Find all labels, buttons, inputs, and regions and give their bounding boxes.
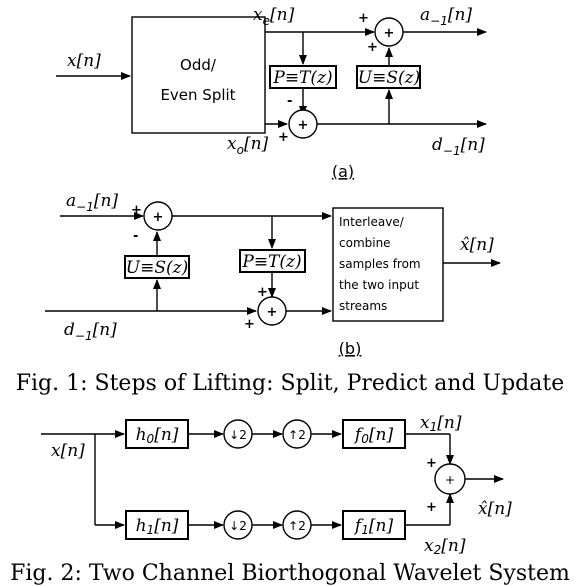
approx-label-b: a−1[n]	[66, 191, 118, 214]
xe-label: xe[n]	[253, 5, 295, 28]
svg-text:+: +	[384, 26, 395, 41]
update-label-b: U≡S(z)	[126, 258, 188, 278]
f1-filter	[342, 510, 406, 540]
f0-label: f0[n]	[353, 425, 394, 446]
sign-top-plus2: +	[367, 40, 378, 55]
svg-text:+: +	[153, 210, 164, 225]
fig1a-sublabel: (a)	[332, 162, 354, 181]
sign-bottom-plus: +	[278, 130, 289, 145]
fig1-caption: Fig. 1: Steps of Lifting: Split, Predict…	[16, 371, 565, 396]
downsample-top-label: ↓2	[229, 428, 247, 442]
fig1a-input-label: x[n]	[67, 51, 101, 71]
combine-text-line5: streams	[339, 299, 387, 313]
f1-label: f1[n]	[353, 516, 394, 537]
update-label-a: U≡S(z)	[358, 68, 420, 88]
upsample-bottom-label: ↑2	[288, 519, 306, 533]
combine-text-line3: samples from	[339, 257, 421, 271]
x1-label: x1[n]	[420, 413, 462, 434]
detail-label-b: d−1[n]	[64, 320, 117, 343]
fig1b-output-label: x̂[n]	[460, 235, 494, 255]
fig2-sum-plus: +	[445, 473, 455, 487]
split-label-line2: Even Split	[160, 86, 235, 104]
xo-label: xo[n]	[227, 134, 269, 157]
sign-plus-d1-b: +	[257, 285, 268, 300]
approx-label-a: a−1[n]	[420, 5, 472, 28]
sign-minus-a-b: -	[133, 229, 138, 244]
combine-text-line4: the two input	[339, 278, 419, 292]
odd-even-split-block	[131, 16, 266, 134]
fig1b-sublabel: (b)	[339, 339, 362, 358]
svg-text:+: +	[267, 305, 278, 320]
fig2-sign-plus-top: +	[426, 456, 437, 471]
fig2-diagram: x[n] h0[n] ↓2 ↑2 f0[n] x1[n] h1[n] ↓2 ↑2…	[41, 413, 512, 557]
combine-block	[332, 207, 444, 322]
h1-label: h1[n]	[136, 516, 179, 537]
fig1a-diagram: x[n] Odd/ Even Split xe[n] P≡T(z) + + + …	[56, 5, 487, 181]
sign-plus-d2-b: +	[244, 317, 255, 332]
sign-plus-a-b: +	[131, 203, 142, 218]
split-label-line1: Odd/	[180, 56, 217, 74]
fig1b-diagram: a−1[n] + + - U≡S(z) P≡T(z) + + + d−1[n] …	[45, 191, 501, 358]
fig2-input-label: x[n]	[51, 441, 85, 461]
fig2-sign-plus-bottom: +	[426, 500, 437, 515]
combine-text-line2: combine	[339, 236, 391, 250]
fig2-output-label: x̂[n]	[478, 499, 512, 519]
fig2-caption: Fig. 2: Two Channel Biorthogonal Wavelet…	[10, 561, 570, 586]
downsample-bottom-label: ↓2	[229, 519, 247, 533]
x2-label: x2[n]	[424, 536, 466, 557]
predict-label-a: P≡T(z)	[272, 68, 332, 88]
h0-label: h0[n]	[136, 425, 179, 446]
svg-text:+: +	[298, 118, 309, 133]
f0-filter	[342, 419, 406, 449]
h0-filter	[125, 419, 189, 449]
detail-label-a: d−1[n]	[432, 135, 485, 158]
upsample-top-label: ↑2	[288, 428, 306, 442]
sign-bottom-minus: -	[287, 94, 292, 109]
predict-label-b: P≡T(z)	[241, 252, 301, 272]
combine-text-line1: Interleave/	[339, 215, 405, 229]
sign-top-plus: +	[358, 11, 369, 26]
